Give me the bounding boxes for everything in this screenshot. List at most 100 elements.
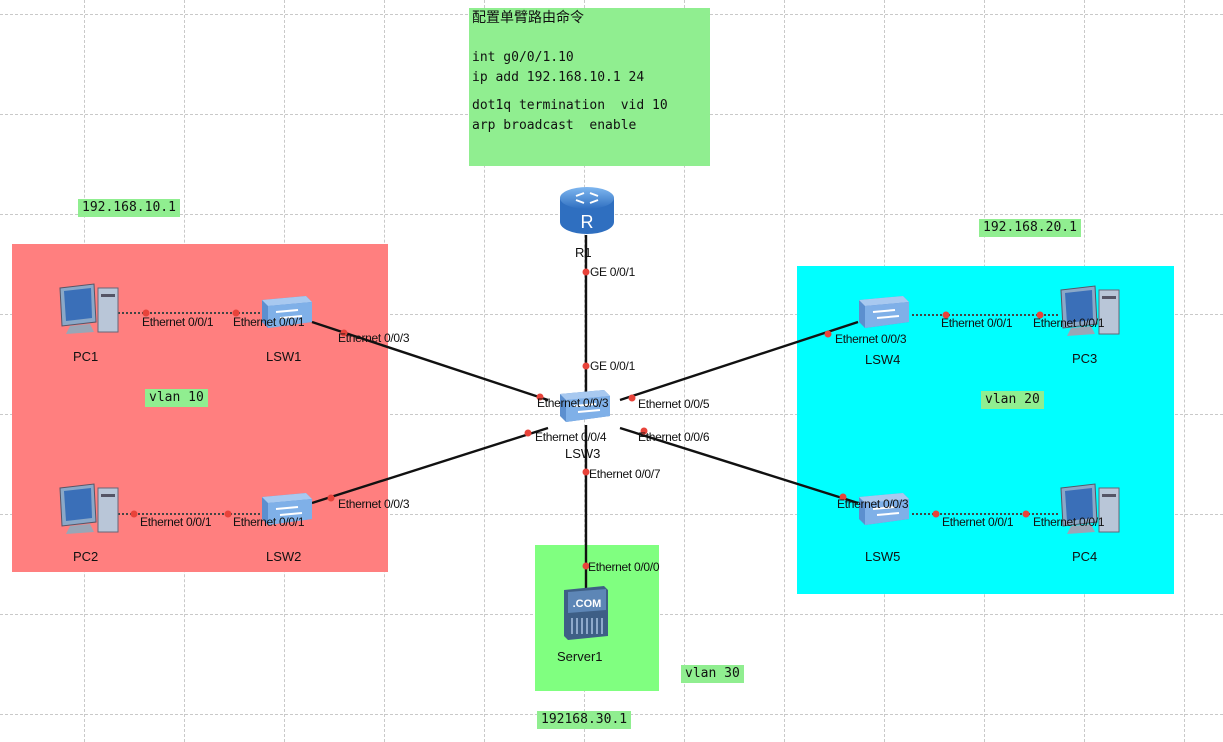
config-note[interactable]: 配置单臂路由命令 int g0/0/1.10 ip add 192.168.10… — [469, 8, 710, 166]
port-dot — [582, 468, 590, 476]
pc-pc3[interactable] — [1055, 284, 1123, 342]
port-dot — [824, 330, 832, 338]
pc-pc2-label: PC2 — [73, 549, 99, 564]
port-dot — [582, 562, 590, 570]
port-dot — [327, 494, 335, 502]
port-label: Ethernet 0/0/1 — [140, 515, 212, 529]
switch-lsw4-label: LSW4 — [865, 352, 901, 367]
port-label: Ethernet 0/0/4 — [535, 430, 607, 444]
port-dot — [232, 309, 240, 317]
router-r1[interactable]: R — [556, 184, 618, 238]
switch-icon — [262, 296, 312, 328]
vlan20-label-note[interactable]: vlan 20 — [981, 391, 1044, 409]
port-dot — [932, 510, 940, 518]
switch-lsw4[interactable] — [855, 292, 911, 332]
link-lsw3-lsw4[interactable] — [619, 320, 859, 402]
port-label: Ethernet 0/0/1 — [233, 315, 305, 329]
port-label: Ethernet 0/0/1 — [942, 515, 1014, 529]
grid-line — [0, 314, 1223, 315]
port-label: Ethernet 0/0/7 — [589, 467, 661, 481]
port-dot — [640, 427, 648, 435]
switch-icon — [859, 296, 909, 328]
config-note-line: int g0/0/1.10 — [472, 50, 574, 65]
router-icon: R — [560, 187, 614, 234]
port-dot — [1022, 510, 1030, 518]
vlan30-gateway-note[interactable]: 192168.30.1 — [537, 711, 632, 729]
server-icon: .COM — [564, 586, 608, 640]
switch-lsw2-label: LSW2 — [266, 549, 302, 564]
pc-pc1[interactable] — [54, 282, 122, 340]
port-dot — [524, 429, 532, 437]
server-server1[interactable]: .COM — [560, 582, 612, 642]
switch-icon — [262, 493, 312, 525]
server-server1-label: Server1 — [557, 649, 603, 664]
switch-icon — [560, 390, 610, 422]
vlan10-gateway-note[interactable]: 192.168.10.1 — [78, 199, 180, 217]
link-lsw1-lsw3[interactable] — [311, 320, 549, 402]
switch-lsw1[interactable] — [258, 292, 314, 332]
switch-lsw3-label: LSW3 — [565, 446, 601, 461]
svg-text:R: R — [581, 212, 594, 232]
pc-pc2[interactable] — [54, 482, 122, 540]
vlan20-gateway-note[interactable]: 192.168.20.1 — [979, 219, 1081, 237]
pc-icon — [59, 483, 119, 534]
port-label: Ethernet 0/0/6 — [638, 430, 710, 444]
port-label: Ethernet 0/0/1 — [233, 515, 305, 529]
grid-line — [0, 514, 1223, 515]
pc-pc3-label: PC3 — [1072, 351, 1098, 366]
pc-icon — [1060, 285, 1120, 336]
port-label: Ethernet 0/0/1 — [142, 315, 214, 329]
port-label: GE 0/0/1 — [590, 265, 635, 279]
switch-lsw2[interactable] — [258, 489, 314, 529]
port-dot — [1036, 311, 1044, 319]
pc-icon — [59, 283, 119, 334]
port-label: Ethernet 0/0/3 — [837, 497, 909, 511]
pc-pc1-label: PC1 — [73, 349, 99, 364]
config-note-title: 配置单臂路由命令 — [472, 10, 584, 26]
config-note-line: arp broadcast enable — [472, 118, 637, 133]
port-label: Ethernet 0/0/5 — [638, 397, 710, 411]
switch-lsw5[interactable] — [855, 489, 911, 529]
grid-line — [784, 0, 785, 742]
pc-pc4[interactable] — [1055, 482, 1123, 540]
pc-pc4-label: PC4 — [1072, 549, 1098, 564]
switch-lsw5-label: LSW5 — [865, 549, 901, 564]
port-dot — [340, 329, 348, 337]
grid-line — [1184, 0, 1185, 742]
config-note-line: ip add 192.168.10.1 24 — [472, 70, 645, 85]
switch-lsw1-label: LSW1 — [266, 349, 302, 364]
vlan30-label-note[interactable]: vlan 30 — [681, 665, 744, 683]
port-label: Ethernet 0/0/3 — [338, 497, 410, 511]
vlan10-label-note[interactable]: vlan 10 — [145, 389, 208, 407]
port-label: Ethernet 0/0/1 — [941, 316, 1013, 330]
link-lsw3-lsw5[interactable] — [619, 426, 859, 505]
port-label: Ethernet 0/0/3 — [338, 331, 410, 345]
link-lsw2-lsw3[interactable] — [311, 426, 549, 505]
router-r1-label: R1 — [575, 245, 592, 260]
port-dot — [142, 309, 150, 317]
port-label: GE 0/0/1 — [590, 359, 635, 373]
switch-lsw3[interactable] — [556, 386, 612, 426]
grid-line — [484, 0, 485, 742]
port-dot — [628, 394, 636, 402]
port-dot — [942, 311, 950, 319]
port-label: Ethernet 0/0/1 — [1033, 316, 1105, 330]
port-label: Ethernet 0/0/0 — [588, 560, 660, 574]
port-label: Ethernet 0/0/1 — [1033, 515, 1105, 529]
port-dot — [582, 268, 590, 276]
config-note-line: dot1q termination vid 10 — [472, 98, 668, 113]
port-label: Ethernet 0/0/3 — [835, 332, 907, 346]
grid-line — [0, 414, 1223, 415]
port-dot — [536, 393, 544, 401]
port-dot — [130, 510, 138, 518]
svg-text:.COM: .COM — [573, 598, 602, 610]
pc-icon — [1060, 483, 1120, 534]
port-label: Ethernet 0/0/3 — [537, 396, 609, 410]
grid-line — [584, 0, 585, 742]
grid-line — [684, 0, 685, 742]
port-dot — [582, 362, 590, 370]
switch-icon — [859, 493, 909, 525]
port-dot — [224, 510, 232, 518]
